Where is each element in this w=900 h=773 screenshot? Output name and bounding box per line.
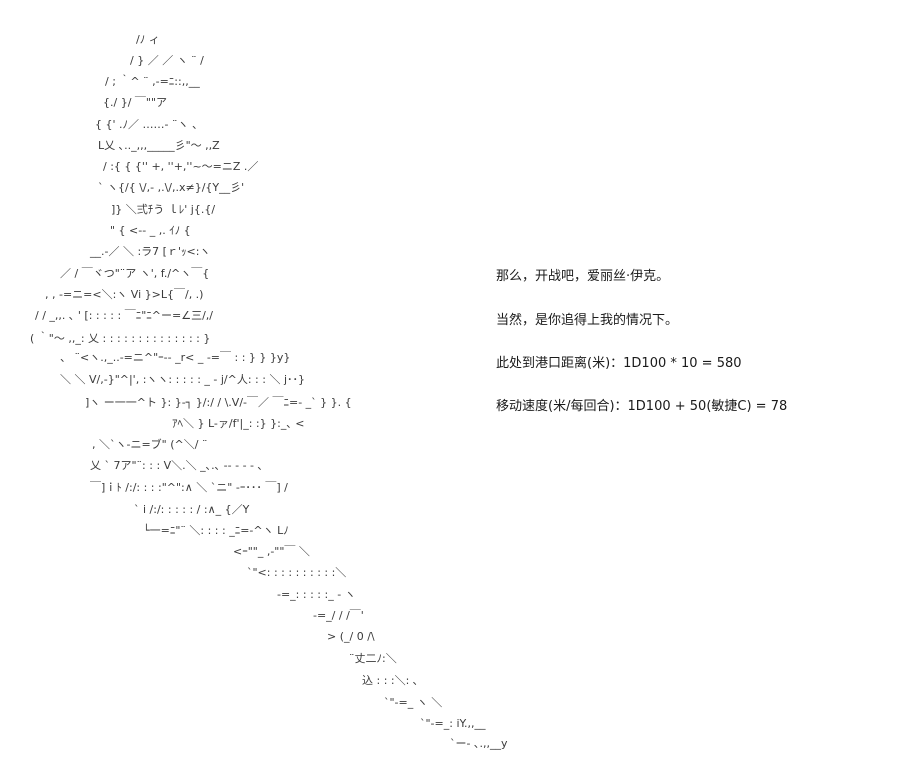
art-line: ` i /:/: : : : : / :∧_ {／Y	[134, 503, 250, 516]
art-line: ｱﾍ＼ } L-ァ/f'|_: :} }:_､ <	[172, 417, 305, 430]
art-line: ( ｀"～ ,,_: 乂 : : : : : : : : : : : : : :…	[30, 332, 211, 345]
dialog-line: 当然，是你追得上我的情况下。	[496, 313, 679, 328]
art-line: -=_: : : : :_ - ヽ	[277, 588, 356, 601]
art-line: > (_/ 0 /\	[327, 630, 375, 643]
art-line: `ー- ､.,,__y	[450, 737, 508, 750]
art-line: └一=ﾆ"¨ ＼: : : : _ﾆ=-^ヽ Lﾉ	[143, 524, 289, 537]
art-line: / / _,,. ､ ' [: : : : : ￣ﾆ"ﾆ^ー=∠三/,/	[35, 309, 213, 322]
art-line: / ; ｀^ ¨ ,-=ﾆ::,,__	[105, 75, 200, 88]
art-line: / :{ { {'' +, ''+,''~～=ニZ .／	[103, 160, 259, 173]
art-line: ]} ＼弍ﾁう ｌﾚ' j{.{/	[111, 203, 216, 216]
art-line: / } ／ ／ ヽ ¨ /	[130, 54, 204, 67]
art-line: __.-／ ＼ :ラ7 [ｒ'ｯ<:ヽ	[90, 245, 211, 258]
art-line: ` ヽ{/{ \/,- ,.\/,.x≠}/{Y__彡'	[98, 181, 245, 194]
art-line: , ＼`ヽ-ニ=ブ" (^＼/ ¨	[92, 438, 208, 451]
art-line: ／ / ￣ヾつ"¨ア ヽ', f./^ヽ￣{	[60, 267, 210, 280]
dialog-line: 移动速度(米/每回合)：1D100 + 50(敏捷C) = 78	[496, 399, 788, 414]
art-line: -=_/ / /￣'	[313, 609, 364, 622]
art-line: `"-=_: iY.,,__	[420, 717, 486, 730]
art-line: ＼ ＼ V/,-}"^|', :ヽヽ: : : : : _ - j/^人: : …	[60, 373, 306, 386]
art-line: ¨丈二ﾉ:＼	[349, 652, 397, 665]
art-line: L乂 ､.._,,,_____彡"～ ,,Z	[98, 139, 220, 152]
art-line: /ﾉ ィ	[136, 33, 160, 46]
art-line: ]ヽ ー一一^ト }: }-┐ }/:/ / \.V/-￣／ ￣ﾆ=- _` }…	[85, 396, 352, 409]
art-line: `"<: : : : : : : : : :＼	[247, 566, 347, 579]
art-line: <ｰ""_ ,-""￣ ＼	[233, 545, 310, 558]
art-line: `"-=_ ヽ ＼	[384, 696, 443, 709]
art-line: , , -=ニ=<＼:ヽ Vi }>L{￣/, .)	[45, 288, 204, 301]
dialog-line: 那么，开战吧，爱丽丝·伊克。	[496, 269, 670, 284]
art-line: { {' .ﾉ／ ……- ¨ヽ 、	[95, 118, 203, 131]
art-line: ￣]ｉﾄ /:/: : : :"^":∧ ＼ `ニ" -ｰ･･･ ￣] /	[90, 481, 288, 494]
art-line: {./ }/ ￣""ア	[103, 96, 168, 109]
art-line: 込 : : :＼: ､	[362, 674, 419, 687]
art-line: 、 ¨<ヽ.,_..-=ニ^"ｰ-- _r< _ -=￣ : : } } }y}	[60, 351, 291, 364]
art-line: 乂 ` 7ア"¨: : : V＼.＼ _､.､ -- - - - ､	[90, 459, 264, 472]
dialog-line: 此处到港口距离(米)：1D100 * 10 = 580	[496, 356, 742, 371]
art-line: " { <-- _ ,. ｲﾉ {	[110, 224, 191, 237]
